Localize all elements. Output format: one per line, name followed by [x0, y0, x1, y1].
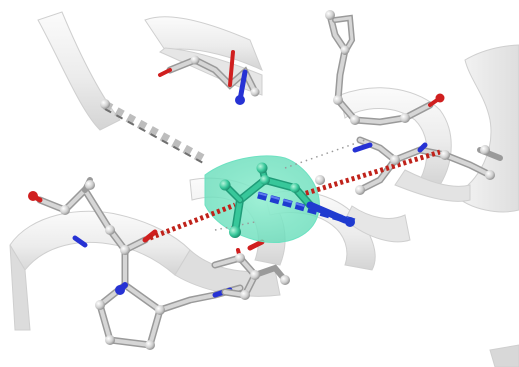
helix-ribbon-top-left	[37, 11, 263, 131]
atoms-gray	[60, 10, 495, 350]
gray-dashed-strand	[102, 101, 208, 165]
hbond-dotted-faint	[214, 139, 366, 231]
hbond-red-right	[299, 149, 441, 198]
residue-proline-ring	[95, 246, 244, 349]
atoms-nitrogen	[115, 95, 355, 295]
atoms-ligand	[219, 162, 300, 238]
atoms-oxygen	[28, 93, 445, 201]
